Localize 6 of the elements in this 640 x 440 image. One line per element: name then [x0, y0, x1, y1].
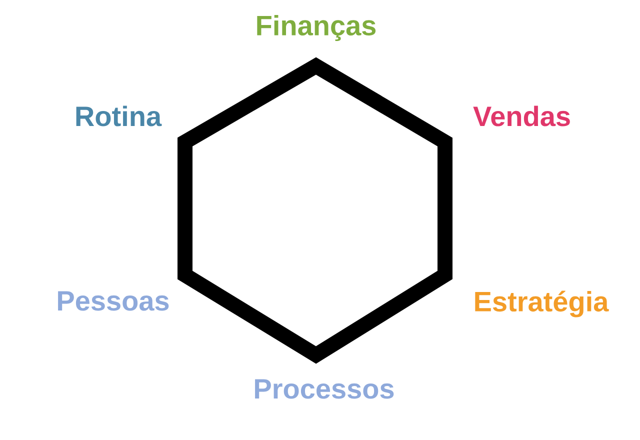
axis-label: Pessoas [58, 291, 169, 311]
axis-label: Estratégia [475, 290, 609, 318]
axis-label: Rotina [76, 106, 162, 126]
axis-label: Vendas [473, 106, 570, 126]
axis-label: Finanças [257, 14, 376, 42]
axis-label: Processos [255, 379, 394, 399]
